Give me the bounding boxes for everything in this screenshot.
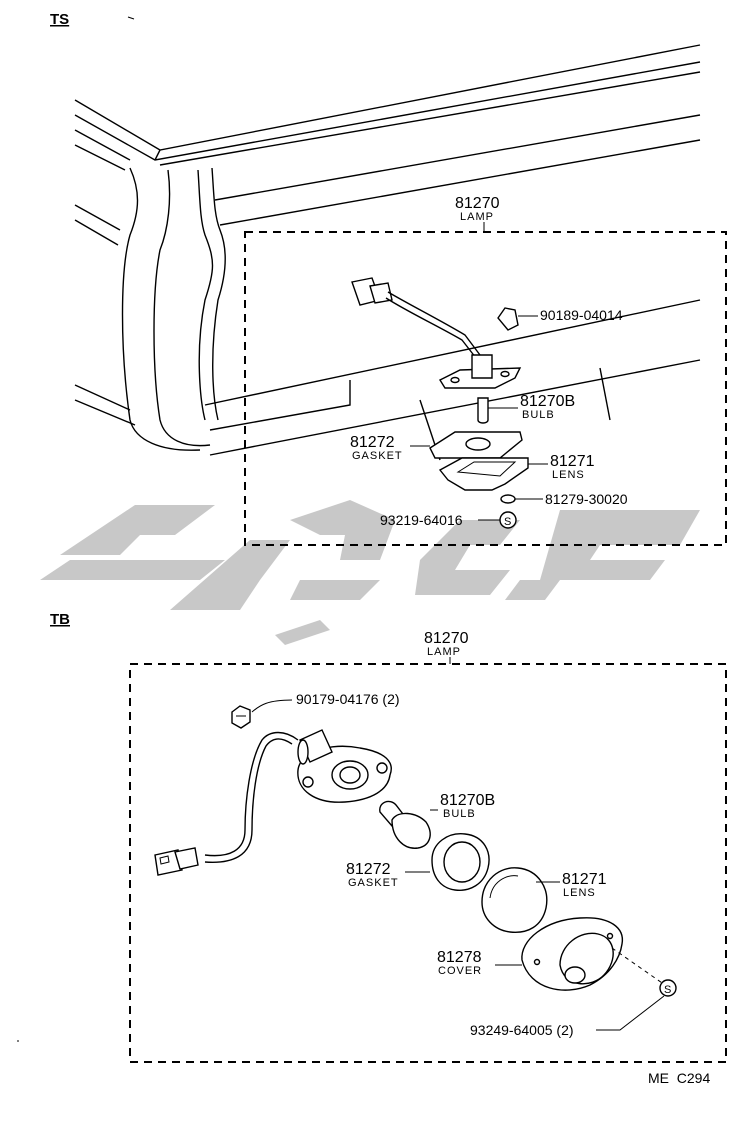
- ts-bulb-part-number: 81270B: [520, 393, 575, 410]
- section-tag-ts: TS: [50, 11, 69, 28]
- tb-bolt-90179-04176: [231, 699, 293, 729]
- scan-speck: [127, 16, 135, 20]
- tb-lens-part-name: LENS: [563, 887, 596, 899]
- ts-bulb-part-name: BULB: [522, 409, 555, 421]
- ts-gasket-part-number: 81272: [350, 434, 395, 451]
- ts-gasket-part-name: GASKET: [352, 450, 403, 462]
- ts-nut-81279-30020: [500, 494, 543, 504]
- ts-lamp-assembly-outline: [244, 231, 727, 546]
- ts-nut-part-number: 81279-30020: [545, 491, 628, 507]
- ts-screw-93219-64016: [478, 511, 517, 529]
- tb-screw-93249-64005: [596, 979, 677, 1031]
- ts-bulb-81270b: [477, 397, 518, 424]
- section-tag-tb: TB: [50, 611, 70, 628]
- tb-gasket-part-name: GASKET: [348, 877, 399, 889]
- ts-lens-part-number: 81271: [550, 453, 595, 470]
- diagram-code: ME C294: [648, 1070, 710, 1086]
- tb-bolt-part-number: 90179-04176 (2): [296, 691, 400, 707]
- ts-wire-harness: [351, 277, 481, 359]
- tb-gasket-part-number: 81272: [346, 861, 391, 878]
- ts-screw-part-number: 93219-64016: [380, 512, 463, 528]
- ts-lamp-base: [438, 354, 522, 389]
- truck-bed-drawing: [74, 44, 701, 461]
- tb-lamp-part-number: 81270: [424, 630, 469, 647]
- ts-lens-81271: [438, 457, 548, 491]
- tb-bulb-part-number: 81270B: [440, 792, 495, 809]
- ts-lamp-part-number: 81270: [455, 195, 500, 212]
- tb-cover-part-number: 81278: [437, 949, 482, 966]
- tb-lamp-assembly-outline: [129, 663, 727, 1063]
- tb-screw-part-number: 93249-64005 (2): [470, 1022, 574, 1038]
- tb-bulb-81270b: [379, 800, 438, 849]
- tb-cover-part-name: COVER: [438, 965, 482, 977]
- ts-clip-90189-04014: [497, 307, 538, 331]
- ts-lens-part-name: LENS: [552, 469, 585, 481]
- tb-lens-part-number: 81271: [562, 871, 607, 888]
- tb-socket-assembly: [154, 729, 392, 876]
- ts-gasket-81272: [410, 431, 523, 459]
- tb-cover-81278: [495, 917, 666, 991]
- ts-lamp-part-name: LAMP: [460, 211, 494, 223]
- tb-lamp-part-name: LAMP: [427, 646, 461, 658]
- watermark-logo: [40, 500, 700, 645]
- tb-bulb-part-name: BULB: [443, 808, 476, 820]
- tb-lens-81271: [481, 867, 560, 933]
- tb-screw-symbol: S: [664, 984, 671, 996]
- ts-clip-part-number: 90189-04014: [540, 307, 623, 323]
- tb-gasket-81272: [405, 833, 490, 891]
- ts-screw-symbol: S: [504, 516, 511, 528]
